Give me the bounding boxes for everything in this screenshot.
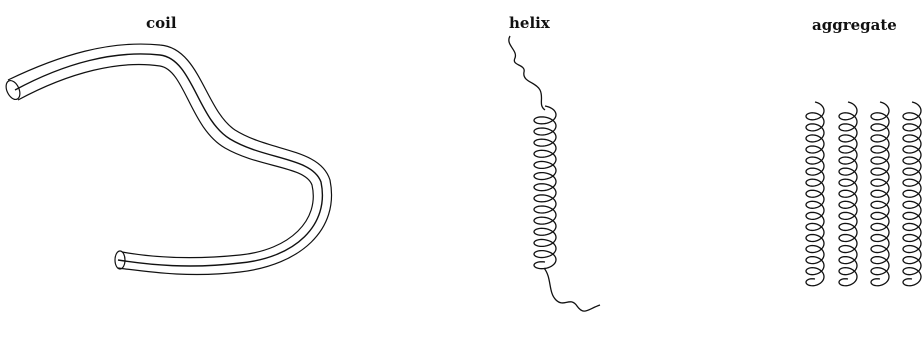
helix-bottom-tail — [544, 268, 600, 311]
coil-tube-inner — [18, 64, 313, 257]
aggregate-helix-1 — [806, 102, 824, 286]
aggregate-helix-4 — [903, 102, 921, 286]
aggregate-helix-3 — [871, 102, 889, 286]
aggregate-diagram — [806, 102, 921, 286]
coil-wavy-chain — [15, 54, 322, 266]
coil-diagram — [3, 44, 331, 274]
helix-diagram — [509, 36, 600, 311]
helix-coil — [534, 106, 556, 269]
aggregate-helix-2 — [839, 102, 857, 286]
coil-tube-end-top — [3, 78, 22, 101]
helix-top-tail — [509, 36, 545, 110]
coil-tube-outer — [8, 44, 332, 274]
